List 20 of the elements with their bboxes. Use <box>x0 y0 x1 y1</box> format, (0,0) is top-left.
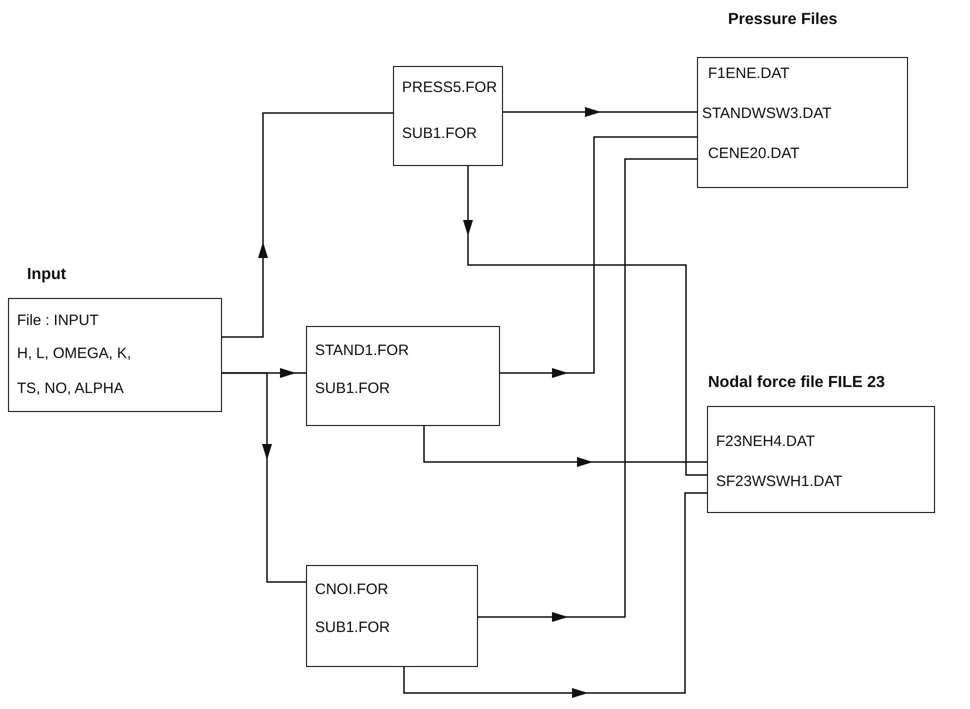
box-line: TS, NO, ALPHA <box>17 379 124 399</box>
box-line: F1ENE.DAT <box>708 64 790 84</box>
box-line: SUB1.FOR <box>402 124 478 144</box>
box-line: F23NEH4.DAT <box>716 432 815 452</box>
box-heading: Nodal force file FILE 23 <box>708 373 885 393</box>
box-line: CENE20.DAT <box>708 144 800 164</box>
box-line: CNOI.FOR <box>315 580 388 600</box>
box-heading: Pressure Files <box>728 10 838 30</box>
box-line: STANDWSW3.DAT <box>702 104 832 124</box>
box-line: PRESS5.FOR <box>402 78 498 98</box>
box-line: H, L, OMEGA, K, <box>17 344 132 364</box>
box-heading: Input <box>27 265 66 285</box>
box-line: STAND1.FOR <box>315 341 409 361</box>
box-line: File : INPUT <box>17 311 99 331</box>
box-line: SF23WSWH1.DAT <box>716 472 842 492</box>
program-box <box>306 565 478 667</box>
box-line: SUB1.FOR <box>315 618 390 638</box>
box-line: SUB1.FOR <box>315 379 390 399</box>
program-box <box>393 66 503 166</box>
program-box <box>306 326 500 426</box>
